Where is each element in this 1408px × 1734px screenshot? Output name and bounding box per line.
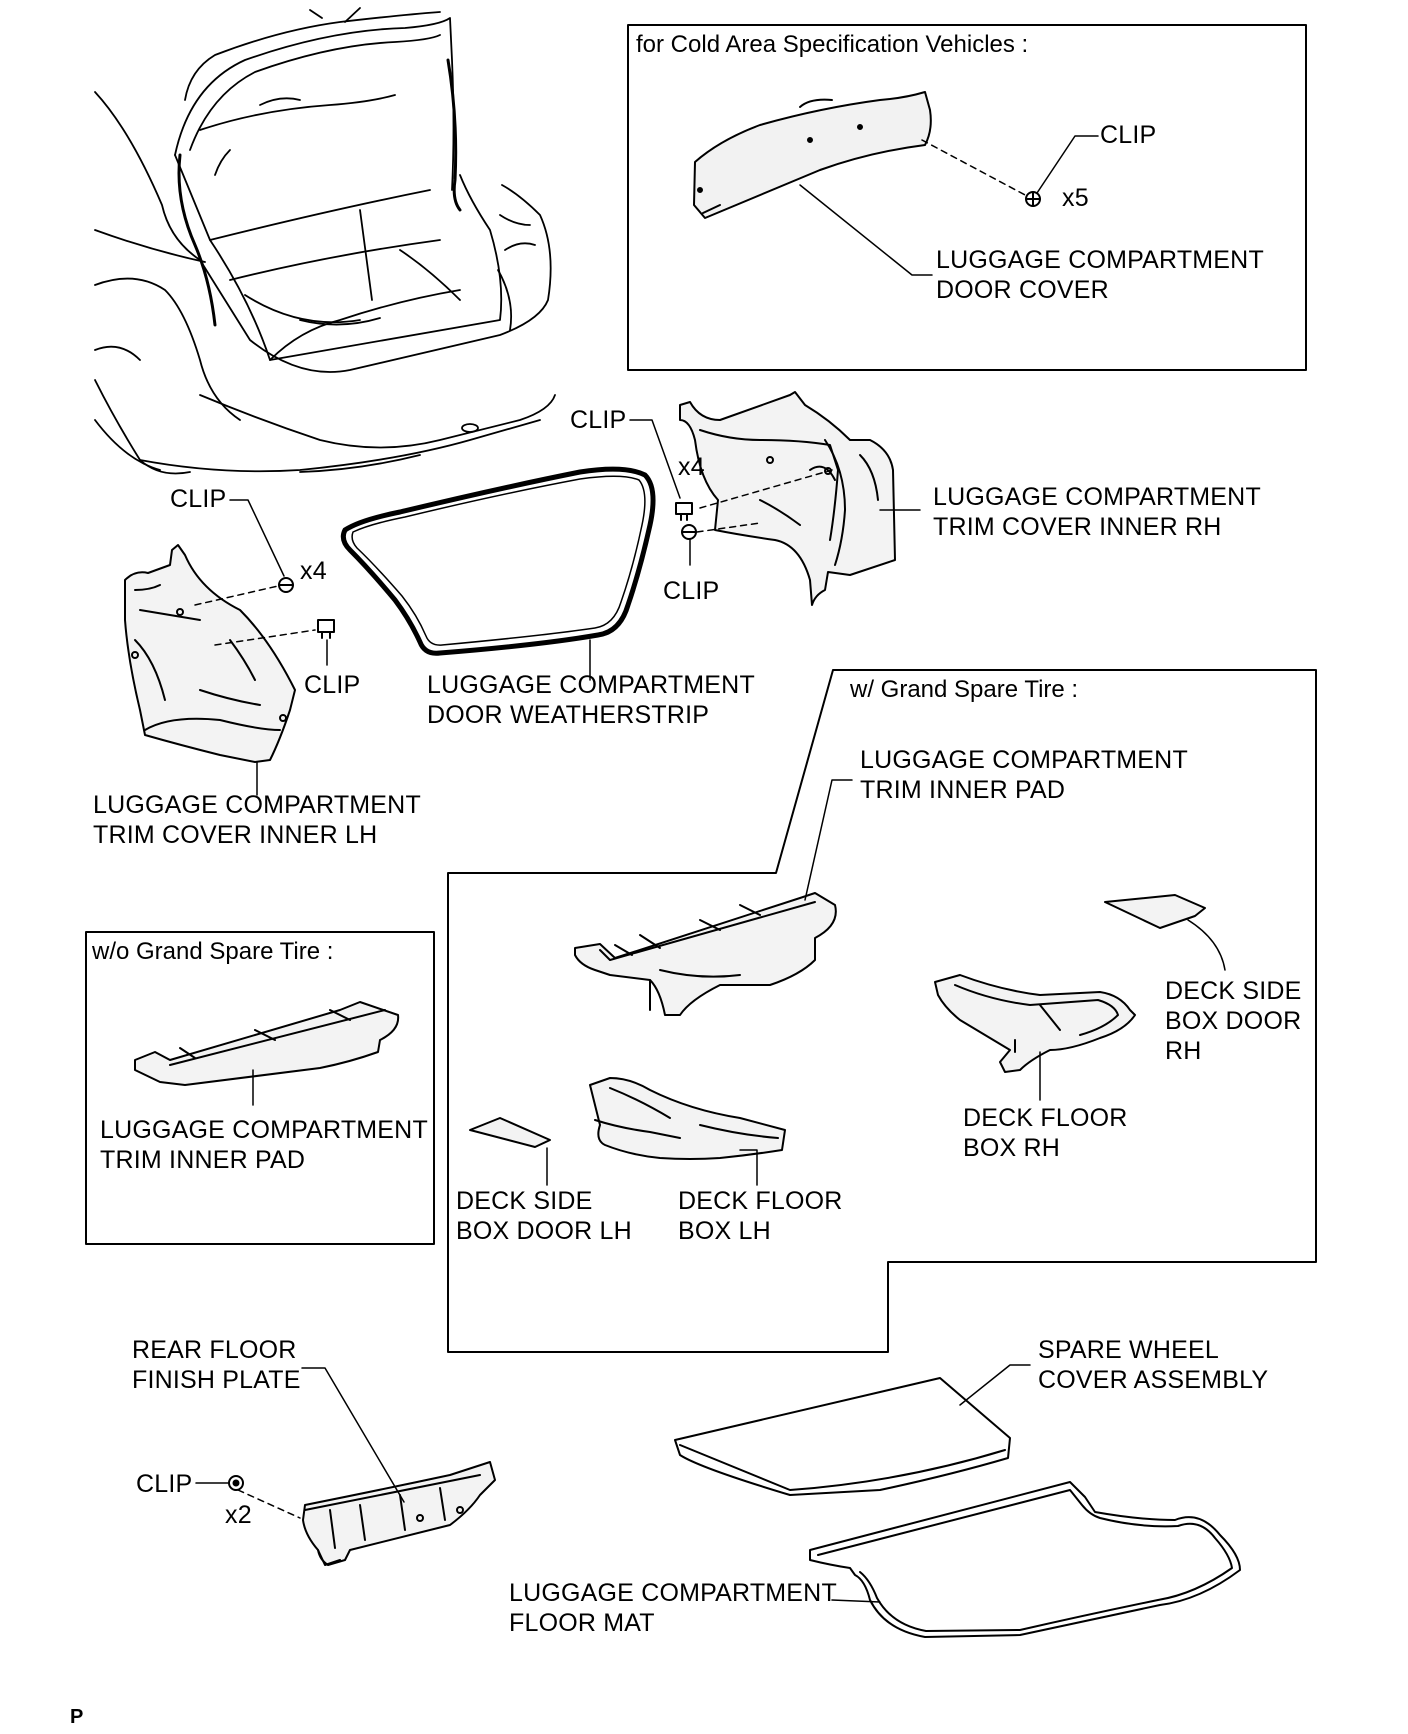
label-clip-rh-top: CLIP: [570, 406, 627, 434]
figure-ref: P: [70, 1706, 84, 1728]
label-clip-plate: CLIP: [136, 1470, 193, 1498]
leader-deck-floor-lh: [739, 1149, 758, 1186]
leader-trim-inner-pad-grand: [804, 779, 853, 901]
rear-floor-plate-part: [302, 1461, 496, 1566]
cold-area-frame: [627, 24, 1307, 371]
door-cover-part: [693, 91, 932, 219]
label-clip-rh-bottom: CLIP: [663, 577, 720, 605]
deck-side-door-rh-part: [1104, 894, 1206, 929]
clip-icon: [278, 577, 294, 593]
deck-floor-box-lh-part: [589, 1077, 786, 1160]
leader-clip-rh-top: [629, 419, 681, 499]
leader-lh-lower: [214, 629, 316, 646]
clip-icon: [1025, 191, 1041, 207]
leader-rh-upper: [699, 469, 833, 509]
clip-icon: [675, 502, 693, 521]
clip-icon: [681, 524, 697, 540]
floor-mat-part: [809, 1481, 1241, 1638]
no-grand-spare-frame: [85, 931, 435, 1245]
trim-inner-pad-grand-part: [574, 892, 837, 1016]
weatherstrip-part: [340, 466, 656, 656]
clip-icon: [317, 619, 335, 639]
leader-clip-lh-top: [229, 499, 285, 577]
cold-area-title: for Cold Area Specification Vehicles :: [636, 31, 1029, 58]
trim-cover-rh-part: [679, 391, 896, 606]
label-clip-lh-top: CLIP: [170, 485, 227, 513]
label-clip-lh-bottom: CLIP: [304, 671, 361, 699]
trim-cover-lh-part: [124, 544, 296, 763]
leader-rear-floor-plate: [301, 1367, 405, 1503]
deck-floor-box-rh-part: [934, 974, 1136, 1073]
leader-rh-lower: [696, 522, 761, 533]
leader-clip-cold: [1036, 135, 1099, 194]
trim-inner-pad-no-grand-part: [134, 1001, 400, 1086]
label-qty-plate: x2: [225, 1501, 252, 1529]
label-qty-cold: x5: [1062, 184, 1089, 212]
label-qty-lh: x4: [300, 557, 327, 585]
leader-plate-clip: [237, 1489, 301, 1519]
leader-floor-mat: [831, 1599, 881, 1603]
leader-spare-wheel-cover: [959, 1364, 1031, 1406]
label-clip-cold: CLIP: [1100, 121, 1157, 149]
no-grand-spare-title: w/o Grand Spare Tire :: [92, 938, 334, 965]
leader-door-cover: [799, 184, 933, 276]
label-qty-rh: x4: [678, 453, 705, 481]
spare-wheel-cover-part: [674, 1377, 1011, 1496]
leader-deck-side-rh: [1187, 919, 1226, 971]
deck-side-door-lh-part: [469, 1117, 551, 1148]
car-trunk-illustration: [94, 7, 556, 475]
leader-door-cover-clip: [921, 139, 1028, 197]
leader-lh-upper: [194, 585, 279, 606]
clip-icon: [228, 1475, 244, 1491]
grand-spare-frame: [447, 669, 1317, 1353]
grand-spare-title: w/ Grand Spare Tire :: [850, 676, 1079, 703]
